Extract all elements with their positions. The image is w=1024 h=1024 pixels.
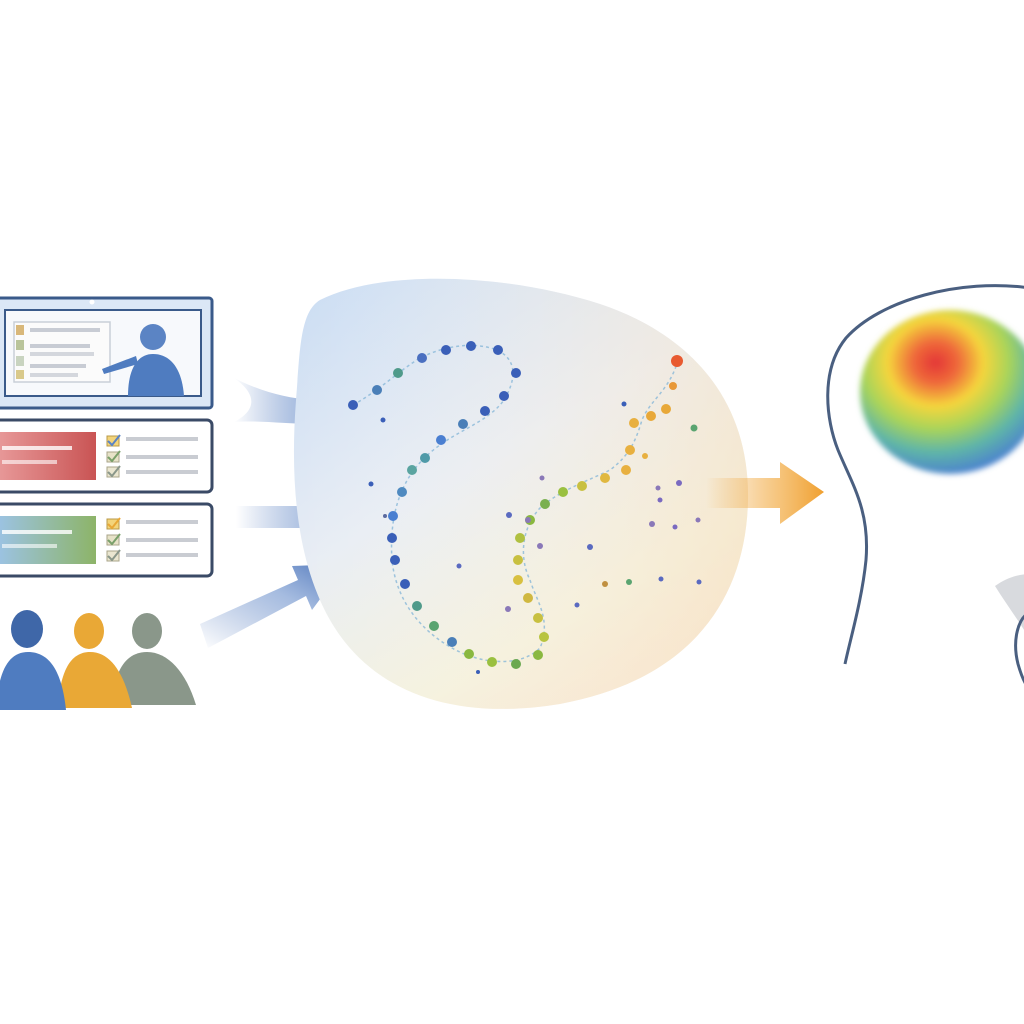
checklist-icon [106, 434, 121, 478]
scatter-dots [368, 401, 702, 674]
slide-content [13, 321, 111, 383]
checklist-card-red [0, 418, 214, 494]
brain-heatmap-icon [860, 310, 1024, 474]
learner-orange [58, 613, 132, 708]
checklist-icon [106, 517, 121, 562]
learning-path [352, 344, 679, 663]
learner-gray [112, 613, 196, 705]
output-arrow-icon [706, 462, 824, 524]
learner-group-icon [0, 610, 196, 710]
presenter-icon [102, 324, 184, 396]
learning-space-blob [293, 278, 749, 709]
learner-blue [0, 610, 66, 710]
input-arrow-icon [200, 564, 346, 648]
path-nodes [348, 341, 683, 669]
head-profile-icon [826, 284, 1024, 685]
lecture-screen-icon [0, 296, 214, 410]
checklist-card-green [0, 502, 214, 578]
